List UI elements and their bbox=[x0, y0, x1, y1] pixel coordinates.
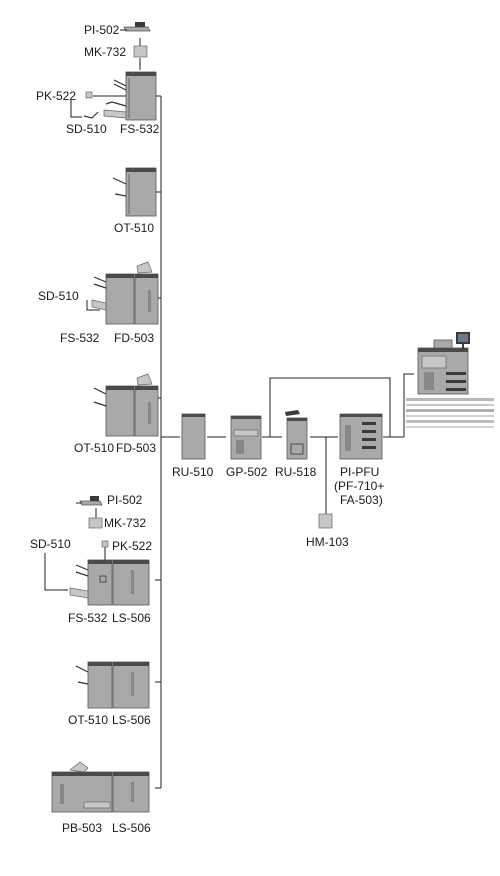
label-pk522-b: PK-522 bbox=[112, 539, 152, 553]
pk522-unit-b[interactable] bbox=[101, 540, 109, 548]
ls506-unit-a[interactable] bbox=[112, 559, 150, 606]
group-fs532-fd503: SD-510 FS-532 FD-503 bbox=[38, 261, 159, 345]
label-gp502: GP-502 bbox=[226, 465, 268, 479]
label-fs532-c: FS-532 bbox=[68, 611, 108, 625]
ru518-unit[interactable] bbox=[285, 410, 308, 460]
label-sd510-b: SD-510 bbox=[38, 289, 79, 303]
label-ru518: RU-518 bbox=[275, 465, 317, 479]
fs532-unit-c[interactable] bbox=[69, 559, 113, 606]
label-mk732-b: MK-732 bbox=[104, 516, 146, 530]
label-pb503: PB-503 bbox=[62, 821, 102, 835]
gp502-unit[interactable] bbox=[230, 415, 262, 460]
hm103-unit[interactable] bbox=[318, 513, 333, 529]
label-fd503-b: FD-503 bbox=[116, 441, 156, 455]
ot510-unit-b[interactable] bbox=[93, 385, 135, 437]
group-ot510-fd503: OT-510 FD-503 bbox=[74, 373, 159, 455]
label-fs532-top: FS-532 bbox=[120, 122, 160, 136]
label-pipfu-3: FA-503) bbox=[340, 493, 383, 507]
label-ot510-b: OT-510 bbox=[74, 441, 114, 455]
label-sd510-c: SD-510 bbox=[30, 537, 71, 551]
label-pipfu-2: (PF-710+ bbox=[334, 479, 384, 493]
label-fd503-a: FD-503 bbox=[114, 331, 154, 345]
group-ot510-ls506: OT-510 LS-506 bbox=[68, 661, 151, 727]
label-fs532-b: FS-532 bbox=[60, 331, 100, 345]
mk732-unit-top[interactable] bbox=[133, 45, 148, 58]
main-body-line bbox=[403, 373, 414, 437]
label-pk522-top: PK-522 bbox=[36, 89, 76, 103]
ls506-unit-c[interactable] bbox=[112, 771, 150, 813]
pk522-unit-top[interactable] bbox=[85, 91, 93, 99]
label-ls506-b: LS-506 bbox=[112, 713, 151, 727]
label-pi502-top: PI-502 bbox=[84, 23, 120, 37]
pi502-unit-b[interactable] bbox=[76, 496, 103, 506]
label-ot510-a: OT-510 bbox=[114, 221, 154, 235]
label-ru510: RU-510 bbox=[172, 465, 214, 479]
label-ls506-a: LS-506 bbox=[112, 611, 151, 625]
fs532-unit-b[interactable] bbox=[91, 273, 135, 325]
group-pb503-ls506: PB-503 LS-506 bbox=[51, 761, 151, 835]
label-hm103: HM-103 bbox=[306, 535, 349, 549]
sd510-unit-top[interactable] bbox=[83, 111, 99, 119]
label-mk732-top: MK-732 bbox=[84, 45, 126, 59]
ru510-unit[interactable] bbox=[181, 413, 206, 460]
hm103-line bbox=[316, 436, 327, 514]
label-ls506-c: LS-506 bbox=[112, 821, 151, 835]
fs532-unit-top[interactable] bbox=[103, 71, 157, 121]
main-printer-unit[interactable] bbox=[417, 332, 470, 395]
label-pipfu-1: PI-PFU bbox=[340, 465, 379, 479]
fd503-unit-b[interactable] bbox=[134, 373, 159, 437]
ot510-unit-a[interactable] bbox=[112, 167, 157, 217]
group-ot510: OT-510 bbox=[112, 167, 157, 235]
label-pi502-b: PI-502 bbox=[107, 493, 143, 507]
fd503-unit-a[interactable] bbox=[134, 261, 159, 325]
group-fs532-full: PI-502 MK-732 PK-522 SD-510 FS-532 bbox=[36, 22, 160, 136]
pipfu-unit[interactable] bbox=[339, 413, 383, 460]
ls506-unit-b[interactable] bbox=[112, 661, 150, 709]
label-sd510-top: SD-510 bbox=[66, 122, 107, 136]
bypass-line bbox=[269, 377, 391, 437]
main-printer-reflection bbox=[406, 398, 494, 428]
group-main-chain: RU-510 GP-502 RU-518 PI-PFU (PF-710+ FA-… bbox=[172, 332, 494, 549]
group-fs532-ls506: PI-502 MK-732 PK-522 SD-510 FS-532 LS-50… bbox=[30, 493, 152, 625]
label-ot510-c: OT-510 bbox=[68, 713, 108, 727]
pi502-unit-top[interactable] bbox=[120, 22, 151, 32]
mk732-unit-b[interactable] bbox=[88, 517, 103, 529]
pb503-unit[interactable] bbox=[51, 761, 113, 813]
ot510-unit-c[interactable] bbox=[75, 661, 113, 709]
